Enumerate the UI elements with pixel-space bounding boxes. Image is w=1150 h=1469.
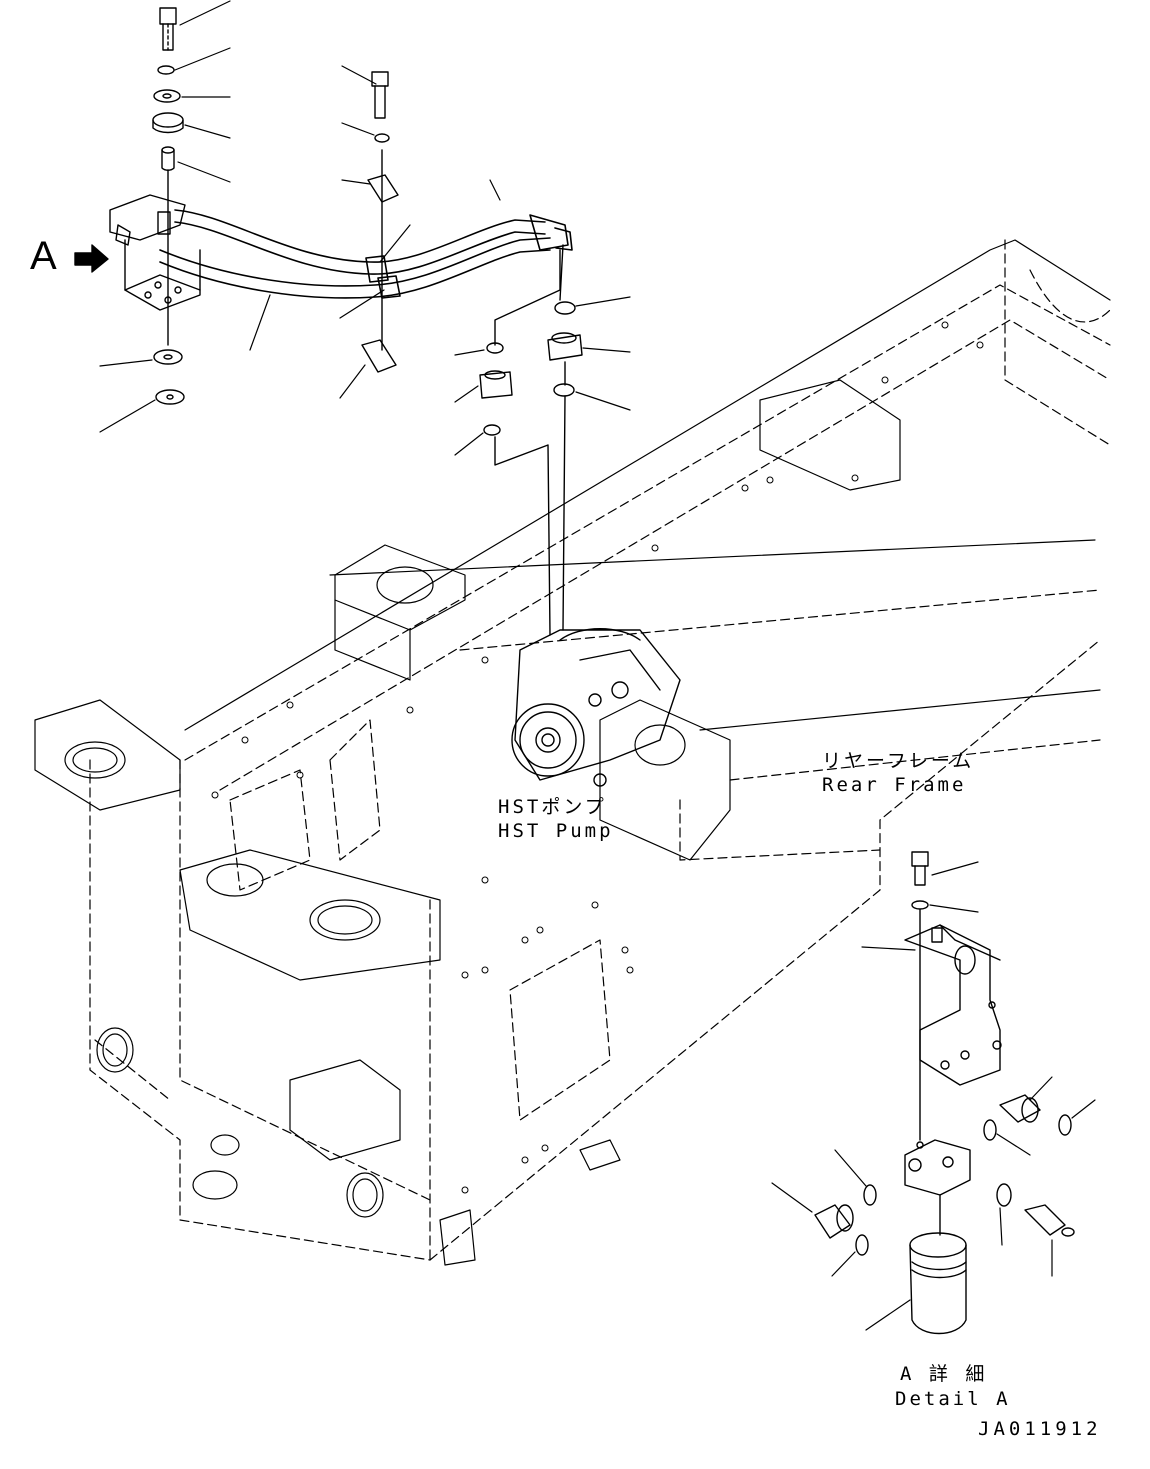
drawing-id: JA011912	[978, 1418, 1102, 1440]
filter-head-assembly	[109, 194, 201, 311]
detail-a-label-en: Detail A	[895, 1388, 1011, 1410]
rear-frame-label-jp: リヤーフレーム	[822, 750, 975, 772]
hst-pump-label-jp: HSTポンプ	[498, 796, 607, 818]
hst-pump-label-en: HST Pump	[498, 820, 614, 842]
pump-fittings	[479, 244, 583, 636]
view-arrow-icon	[74, 244, 109, 273]
hst-pump	[511, 628, 681, 787]
rear-frame-label-en: Rear Frame	[822, 774, 967, 796]
rear-frame	[34, 239, 1111, 1266]
hydraulic-hoses	[159, 209, 573, 299]
detail-a	[814, 851, 1075, 1335]
hardware-stack-center	[361, 71, 399, 373]
detail-a-label-jp: A 詳 細	[900, 1363, 988, 1385]
hardware-stack-left	[152, 7, 185, 405]
view-marker-label: A	[30, 234, 57, 278]
callout-leaders	[99, 0, 1096, 1331]
